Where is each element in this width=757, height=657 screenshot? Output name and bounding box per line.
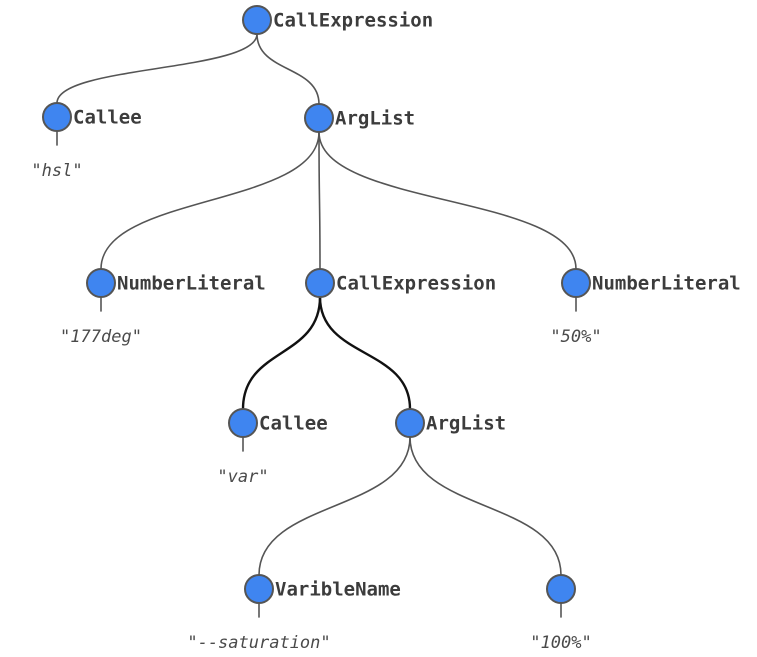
tree-node-label: Callee [73,107,142,129]
tree-node-label: VaribleName [275,579,401,601]
tree-node-n7[interactable] [395,408,425,438]
tree-edge [241,295,322,411]
nodes-layer [42,5,591,604]
tree-node-label: ArgList [426,413,506,435]
tree-node-label: ArgList [335,108,415,130]
tree-node-label: NumberLiteral [117,273,266,295]
tree-node-n0[interactable] [242,5,272,35]
tree-edge [100,131,320,270]
tree-node-label: CallExpression [336,273,496,295]
tree-node-value: "177deg" [60,327,142,347]
tree-node-label: NumberLiteral [592,273,741,295]
edges-layer [56,33,577,618]
tree-node-label: CallExpression [273,10,433,32]
tree-edge [256,33,320,105]
tree-node-n8[interactable] [244,574,274,604]
tree-edge [258,436,411,576]
tree-node-value: "--saturation" [187,633,330,653]
tree-node-n3[interactable] [86,268,116,298]
tree-edge [318,295,412,411]
tree-node-value: "var" [217,467,268,487]
tree-edge [56,33,258,104]
tree-node-n5[interactable] [561,268,591,298]
tree-edge [409,436,562,576]
values-layer: "hsl" "177deg" "50%" "var" "--saturation" "10… [31,161,601,653]
tree-node-n9[interactable] [546,574,576,604]
tree-node-n1[interactable] [42,102,72,132]
tree-node-n6[interactable] [228,408,258,438]
tree-node-n2[interactable] [304,103,334,133]
tree-edge [318,131,321,270]
tree-node-value: "100%" [530,633,591,653]
tree-node-n4[interactable] [305,268,335,298]
tree-node-value: "hsl" [31,161,82,181]
tree-node-label: Callee [259,413,328,435]
tree-node-value: "50%" [550,327,601,347]
tree-edge [318,131,577,270]
